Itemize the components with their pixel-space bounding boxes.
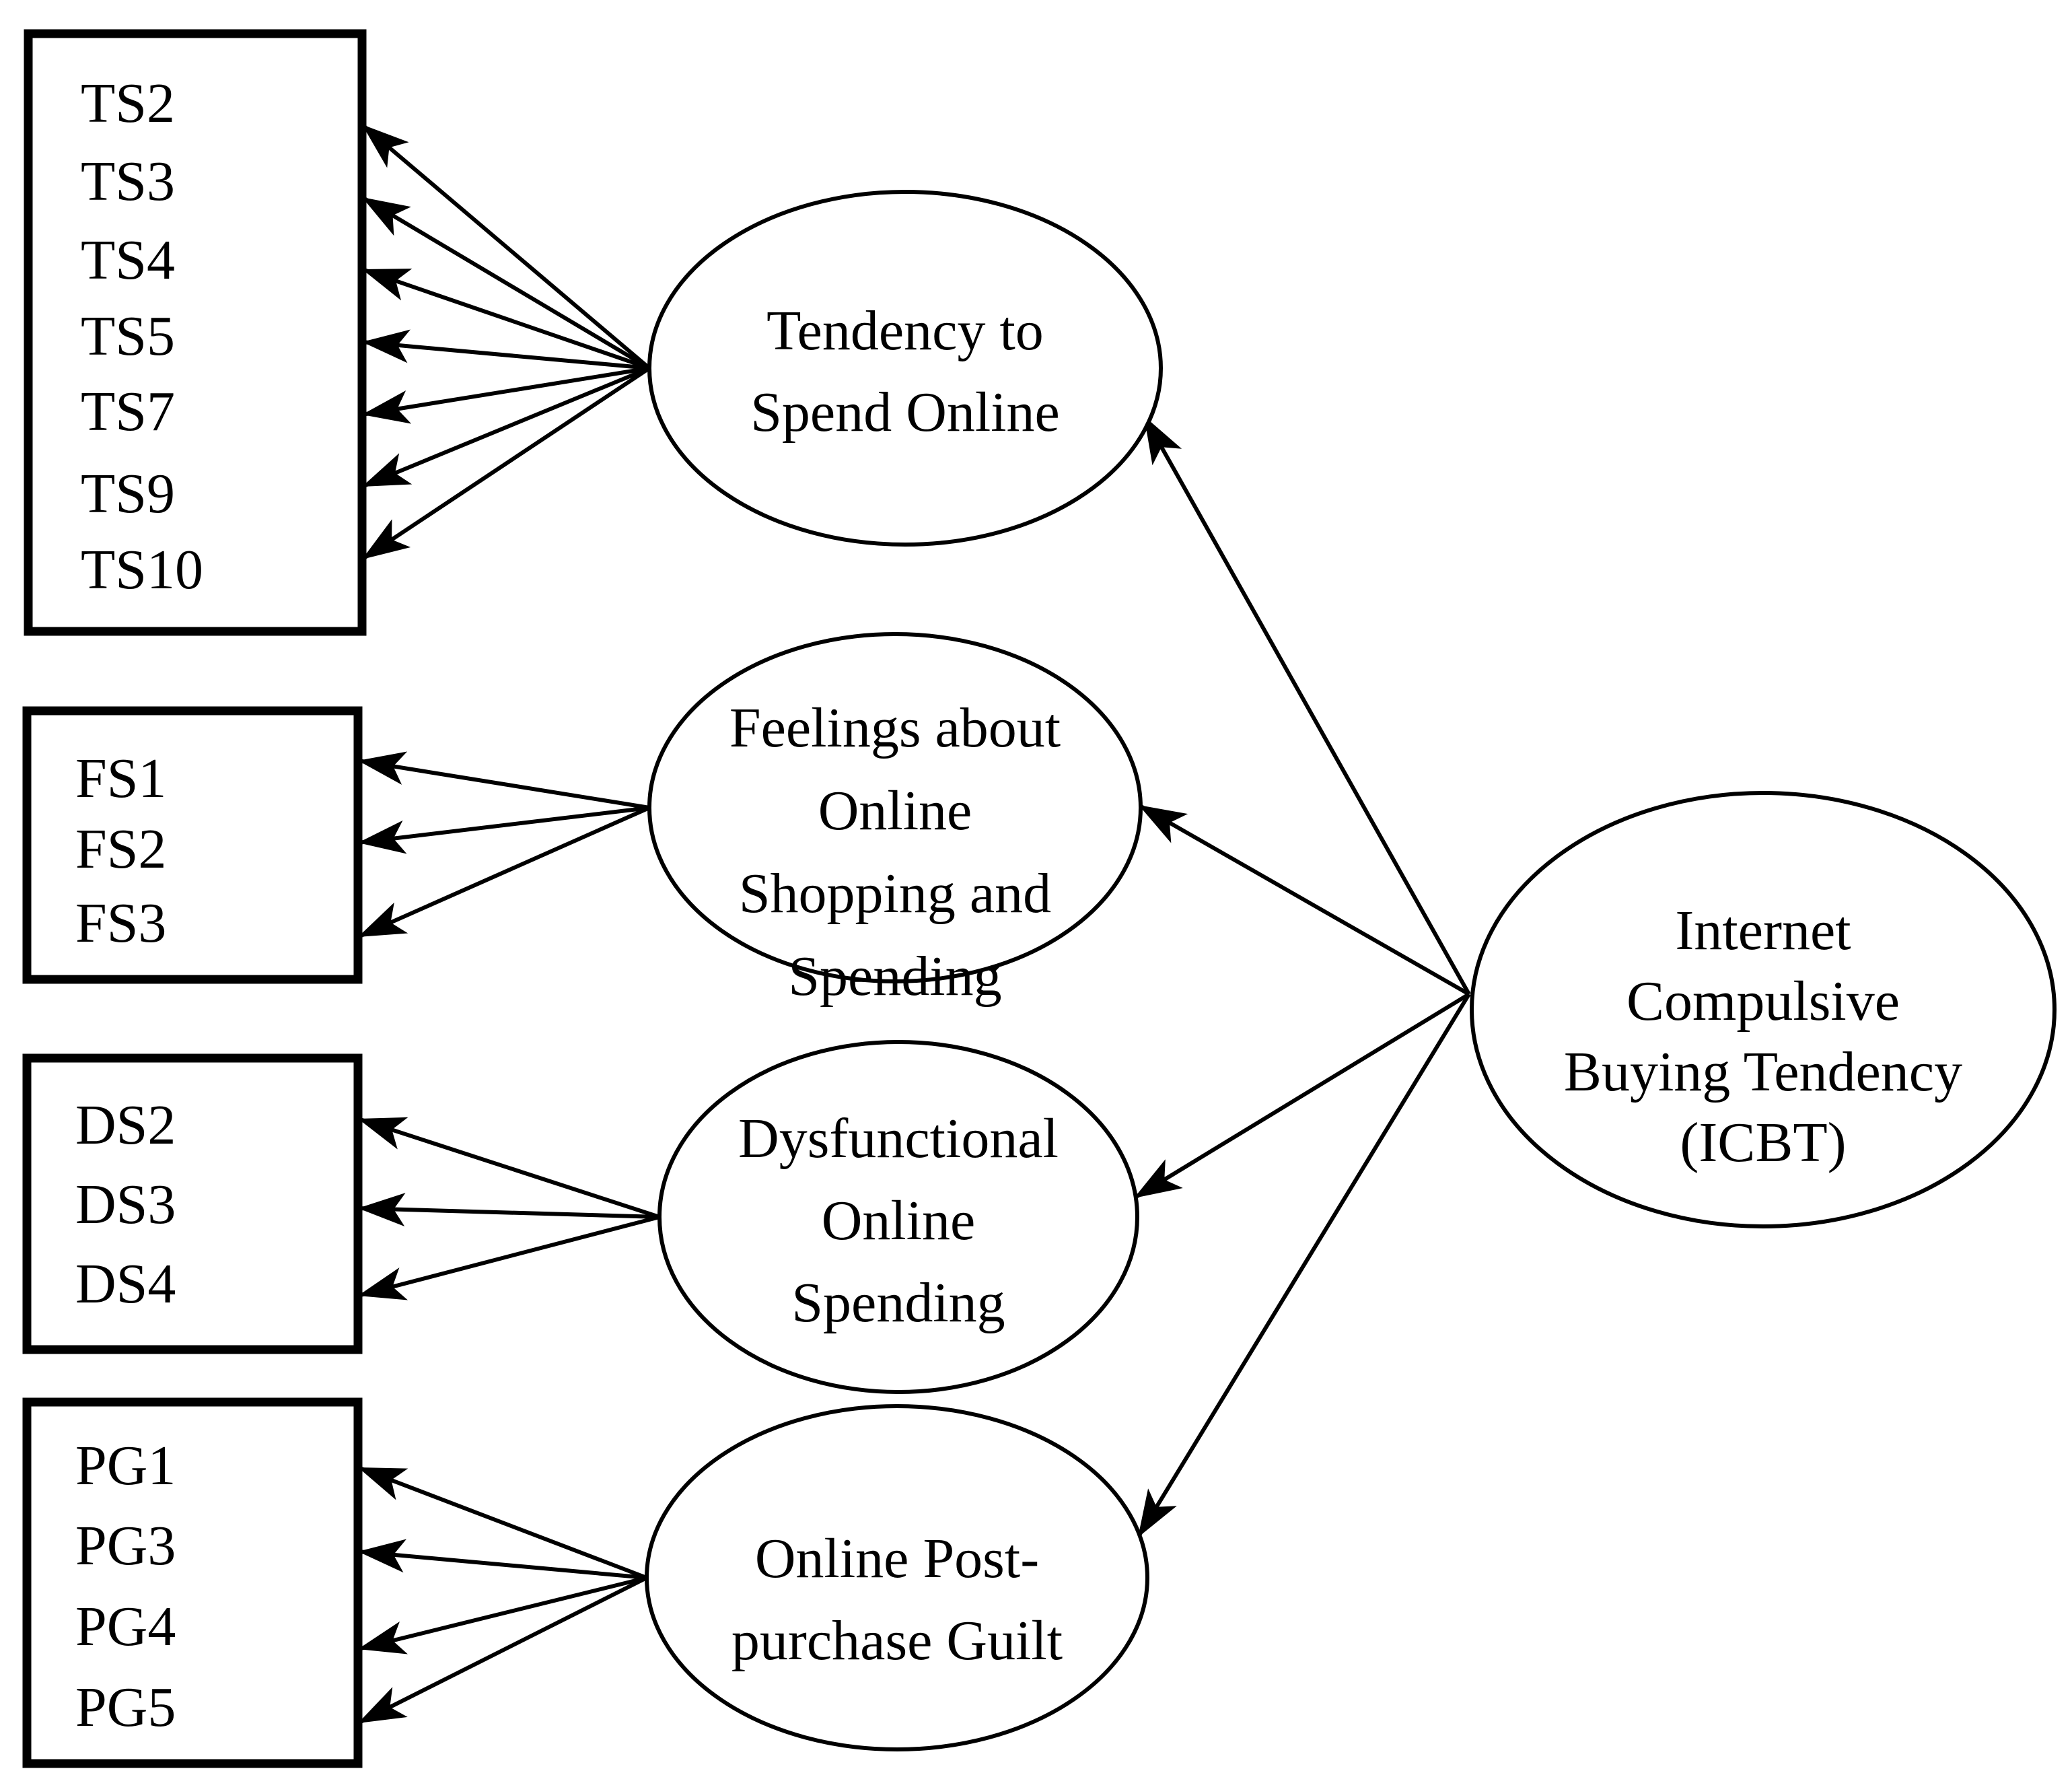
indicator-ds3: DS3 (75, 1173, 176, 1236)
fs-loading-arrows (357, 751, 651, 939)
arrow-feelings-to-fs3 (357, 806, 651, 939)
pg-box-outline (22, 1397, 363, 1768)
tendency-label-line2: Spend Online (750, 381, 1060, 444)
arrow-dysfunctional-to-ds3 (357, 1193, 660, 1227)
guilt-label-line2: purchase Guilt (731, 1609, 1063, 1672)
arrow-dysfunctional-to-ds2 (357, 1117, 660, 1219)
indicator-ts4: TS4 (81, 229, 175, 291)
feelings-label-line4: Spending (788, 945, 1001, 1008)
arrow-tendency-to-ts10 (361, 366, 651, 561)
indicator-fs3: FS3 (75, 892, 166, 954)
indicator-ds2: DS2 (75, 1094, 176, 1156)
dysfunctional-ellipse-outline (657, 1040, 1139, 1394)
feelings-label-line3: Shopping and (739, 862, 1051, 925)
ts-box-outline (24, 29, 367, 636)
factor-online-post-purchase-guilt: Online Post- purchase Guilt (645, 1404, 1149, 1751)
factor-feelings-about-online-shopping: Feelings about Online Shopping and Spend… (647, 632, 1143, 1008)
factor-tendency-to-spend-online: Tendency to Spend Online (647, 190, 1163, 547)
indicator-pg1: PG1 (75, 1434, 176, 1497)
icbt-ellipse-outline (1470, 791, 2057, 1228)
ts-indicator-box: TS2 TS3 TS4 TS5 TS7 TS9 TS10 (24, 29, 367, 636)
arrow-icbt-to-tendency (1142, 415, 1471, 996)
indicator-pg5: PG5 (75, 1676, 176, 1739)
arrow-guilt-to-pg4 (357, 1576, 647, 1655)
tendency-ellipse-outline (647, 190, 1163, 547)
arrow-icbt-to-dysfunctional (1133, 992, 1470, 1200)
ds-indicator-box: DS2 DS3 DS4 (22, 1053, 363, 1354)
arrow-guilt-to-pg1 (357, 1465, 648, 1580)
arrow-tendency-to-ts9 (361, 366, 651, 489)
dysfunctional-label-line3: Spending (791, 1272, 1005, 1334)
indicator-ds4: DS4 (75, 1253, 176, 1315)
fs-box-outline (22, 706, 363, 984)
pg-loading-arrows (357, 1465, 648, 1725)
icbt-label-line2: Compulsive (1627, 970, 1900, 1033)
dysfunctional-label-line2: Online (822, 1189, 976, 1252)
arrow-tendency-to-ts7 (361, 366, 650, 424)
indicator-fs2: FS2 (75, 818, 166, 880)
arrow-tendency-to-ts5 (361, 329, 650, 370)
ds-loading-arrows (357, 1117, 660, 1300)
indicator-ts7: TS7 (81, 380, 175, 443)
icbt-label-line4: (ICBT) (1680, 1111, 1846, 1174)
feelings-label-line2: Online (818, 779, 972, 842)
arrow-dysfunctional-to-ds4 (357, 1215, 660, 1300)
guilt-label-line1: Online Post- (755, 1527, 1039, 1590)
latent-icbt: Internet Compulsive Buying Tendency (ICB… (1470, 791, 2057, 1228)
fs-indicator-box: FS1 FS2 FS3 (22, 706, 363, 984)
arrow-icbt-to-feelings (1137, 803, 1470, 996)
arrow-feelings-to-fs1 (357, 751, 650, 810)
arrow-tendency-to-ts3 (361, 195, 651, 370)
ds-box-outline (22, 1053, 363, 1354)
indicator-ts2: TS2 (81, 72, 175, 135)
guilt-ellipse-outline (645, 1404, 1149, 1751)
factor-dysfunctional-online-spending: Dysfunctional Online Spending (657, 1040, 1139, 1394)
indicator-pg4: PG4 (75, 1595, 176, 1658)
indicator-pg3: PG3 (75, 1515, 176, 1577)
tendency-label-line1: Tendency to (766, 300, 1044, 362)
icbt-label-line1: Internet (1675, 899, 1851, 962)
indicator-ts9: TS9 (81, 462, 175, 525)
icbt-structural-arrows (1133, 415, 1471, 1539)
feelings-ellipse-outline (647, 632, 1143, 983)
indicator-ts3: TS3 (81, 150, 175, 213)
arrow-feelings-to-fs2 (357, 806, 650, 854)
ts-loading-arrows (361, 123, 651, 561)
dysfunctional-label-line1: Dysfunctional (738, 1107, 1059, 1170)
pg-indicator-box: PG1 PG3 PG4 PG5 (22, 1397, 363, 1768)
indicator-ts10: TS10 (81, 538, 203, 601)
indicator-fs1: FS1 (75, 747, 166, 810)
arrow-tendency-to-ts2 (361, 123, 651, 370)
arrow-guilt-to-pg5 (357, 1576, 648, 1725)
arrow-icbt-to-guilt (1136, 993, 1471, 1539)
icbt-label-line3: Buying Tendency (1564, 1041, 1962, 1103)
indicator-ts5: TS5 (81, 305, 175, 368)
arrow-tendency-to-ts4 (361, 267, 650, 370)
arrow-guilt-to-pg3 (357, 1539, 647, 1580)
feelings-label-line1: Feelings about (729, 697, 1061, 759)
